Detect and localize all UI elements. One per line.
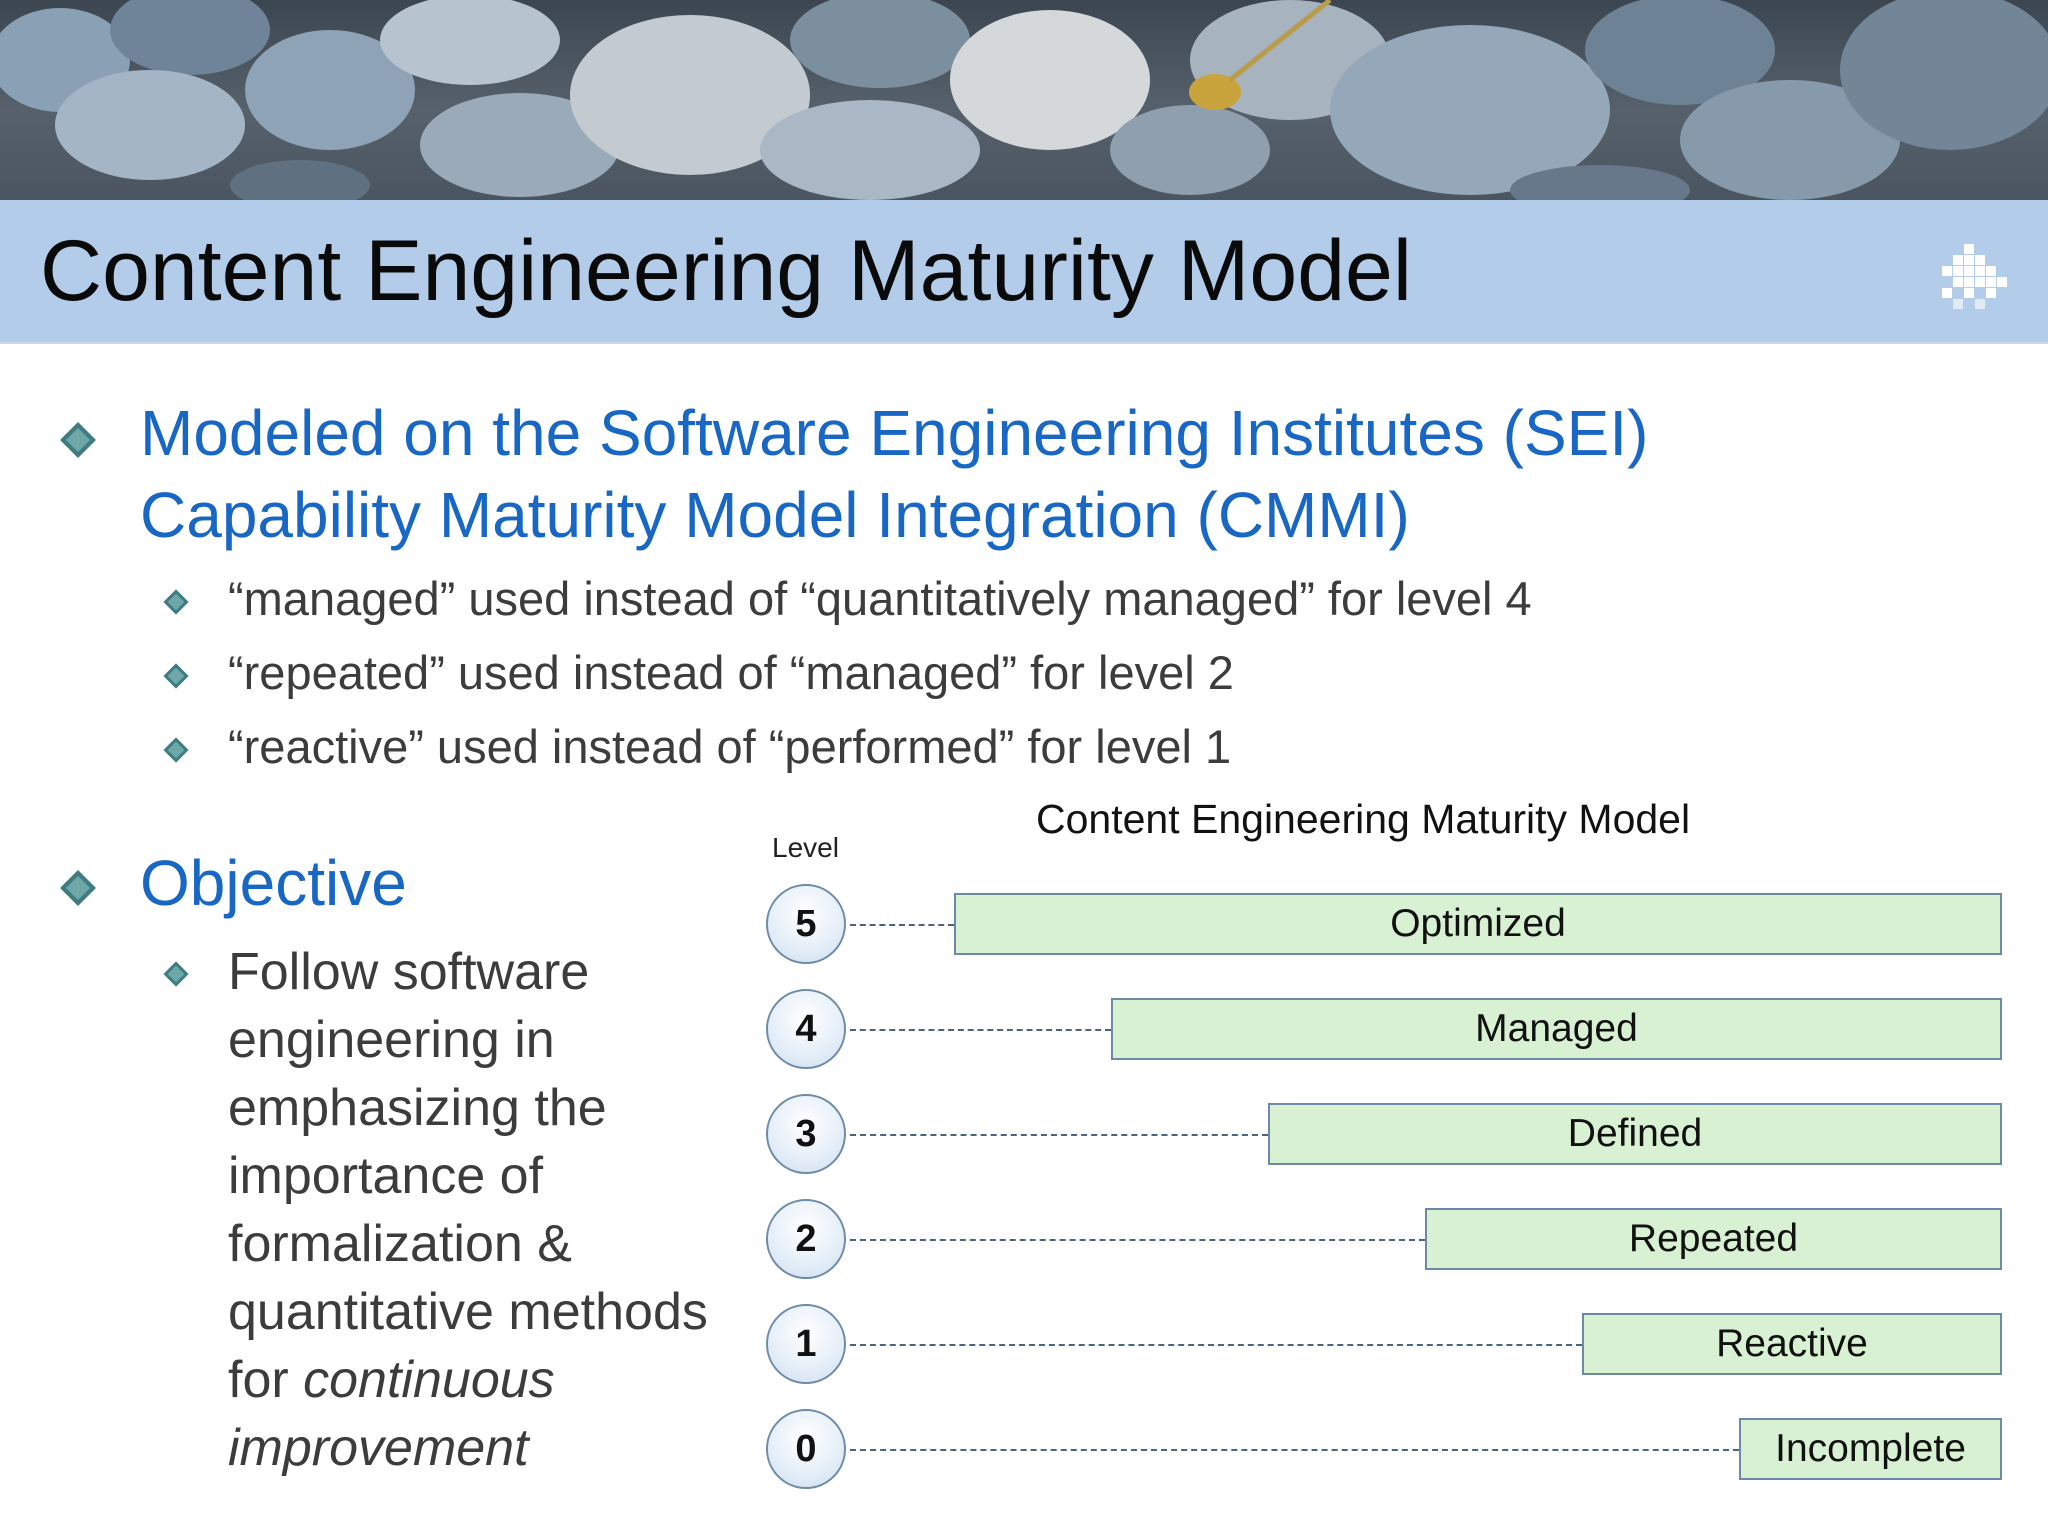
- level-box-reactive: Reactive: [1582, 1313, 2002, 1375]
- objective-text-italic: continuous improvement: [228, 1351, 555, 1477]
- level-connector-5: [850, 924, 954, 926]
- page-title: Content Engineering Maturity Model: [40, 223, 1412, 319]
- level-circle-3: 3: [766, 1094, 846, 1174]
- objective-text-plain: Follow software engineering in emphasizi…: [228, 943, 708, 1409]
- sub-bullet-level-2: “repeated” used instead of “managed” for…: [228, 646, 1234, 699]
- level-circle-2: 2: [766, 1199, 846, 1279]
- level-connector-1: [850, 1344, 1582, 1346]
- level-circle-0: 0: [766, 1409, 846, 1489]
- level-connector-0: [850, 1449, 1739, 1451]
- level-axis-label: Level: [772, 832, 839, 863]
- bullet-objective: Objective: [140, 847, 407, 919]
- level-circle-1: 1: [766, 1304, 846, 1384]
- chart-title: Content Engineering Maturity Model: [1036, 796, 1691, 842]
- level-box-defined: Defined: [1268, 1103, 2002, 1165]
- level-circle-4: 4: [766, 989, 846, 1069]
- bullet-diamond-icon: [163, 589, 189, 615]
- level-connector-2: [850, 1239, 1425, 1241]
- bullet-sei-line-2: Capability Maturity Model Integration (C…: [140, 479, 1410, 551]
- sub-bullet-level-4: “managed” used instead of “quantitativel…: [228, 572, 1532, 625]
- level-connector-4: [850, 1029, 1111, 1031]
- bullet-sei-line-1: Modeled on the Software Engineering Inst…: [140, 397, 1649, 469]
- bullet-diamond-icon: [163, 737, 189, 763]
- bullet-diamond-icon: [60, 870, 96, 906]
- grid-logo-icon: [1942, 244, 2007, 309]
- title-bar: Content Engineering Maturity Model: [0, 200, 2048, 344]
- sub-bullet-level-1: “reactive” used instead of “performed” f…: [228, 720, 1232, 773]
- level-connector-3: [850, 1134, 1268, 1136]
- bullet-diamond-icon: [60, 422, 96, 458]
- level-box-optimized: Optimized: [954, 893, 2002, 955]
- level-box-managed: Managed: [1111, 998, 2002, 1060]
- level-box-incomplete: Incomplete: [1739, 1418, 2002, 1480]
- level-box-repeated: Repeated: [1425, 1208, 2002, 1270]
- pebble-banner-image: [0, 0, 2048, 200]
- level-circle-5: 5: [766, 884, 846, 964]
- bullet-diamond-icon: [163, 961, 189, 987]
- bullet-diamond-icon: [163, 663, 189, 689]
- objective-description: Follow software engineering in emphasizi…: [228, 938, 768, 1482]
